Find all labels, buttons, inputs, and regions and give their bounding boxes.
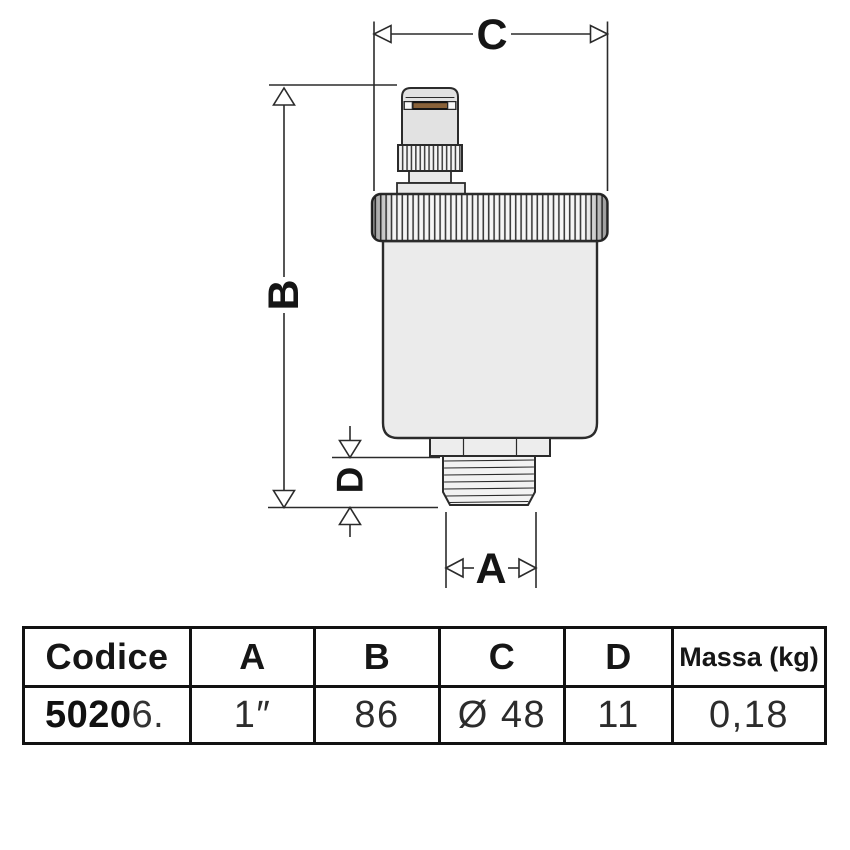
air-vent-valve xyxy=(370,87,609,506)
body-knurled-ring xyxy=(370,192,609,243)
value-b: 86 xyxy=(313,685,438,742)
arrowhead-up xyxy=(272,86,296,106)
arrowhead-down xyxy=(338,439,362,460)
code-suffix: 6. xyxy=(131,693,165,736)
col-header-a: A xyxy=(189,629,313,685)
cap-stem xyxy=(408,170,452,184)
dimension-a xyxy=(444,512,538,588)
arrowhead-left xyxy=(372,24,392,44)
arrowhead-right xyxy=(589,24,610,44)
dimension-c xyxy=(372,21,610,191)
dim-label-d: D xyxy=(330,467,371,494)
valve-cap xyxy=(401,87,459,146)
dim-label-c: C xyxy=(476,11,507,59)
cap-slot-bar xyxy=(413,103,447,108)
hex-nut xyxy=(429,437,551,457)
cap-knurled-ring xyxy=(397,144,463,172)
code-prefix: 5020 xyxy=(45,693,132,736)
dimension-d xyxy=(332,426,440,537)
arrowhead-down xyxy=(272,489,296,510)
value-massa: 0,18 xyxy=(671,685,824,742)
cap-slot-left-square xyxy=(404,101,413,110)
col-header-codice: Codice xyxy=(45,636,169,677)
dim-label-a: A xyxy=(475,545,506,593)
cap-plate xyxy=(396,182,466,195)
value-c: Ø 48 xyxy=(438,685,563,742)
col-header-d: D xyxy=(563,629,671,685)
arrowhead-left xyxy=(444,557,464,579)
col-header-b: B xyxy=(313,629,438,685)
valve-technical-drawing: C B D A xyxy=(260,11,610,593)
cap-slot xyxy=(403,101,457,110)
value-a: 1″ xyxy=(189,685,313,742)
thread-ridges xyxy=(443,459,535,504)
col-header-massa: Massa (kg) xyxy=(671,629,824,685)
col-header-c: C xyxy=(438,629,563,685)
value-d: 11 xyxy=(563,685,671,742)
dim-label-b: B xyxy=(260,279,308,310)
arrowhead-up xyxy=(338,505,362,526)
valve-body xyxy=(381,239,599,440)
cap-slot-right-square xyxy=(447,101,456,110)
dimension-b xyxy=(268,84,438,510)
arrowhead-right xyxy=(518,557,538,579)
threaded-connection xyxy=(442,455,536,506)
